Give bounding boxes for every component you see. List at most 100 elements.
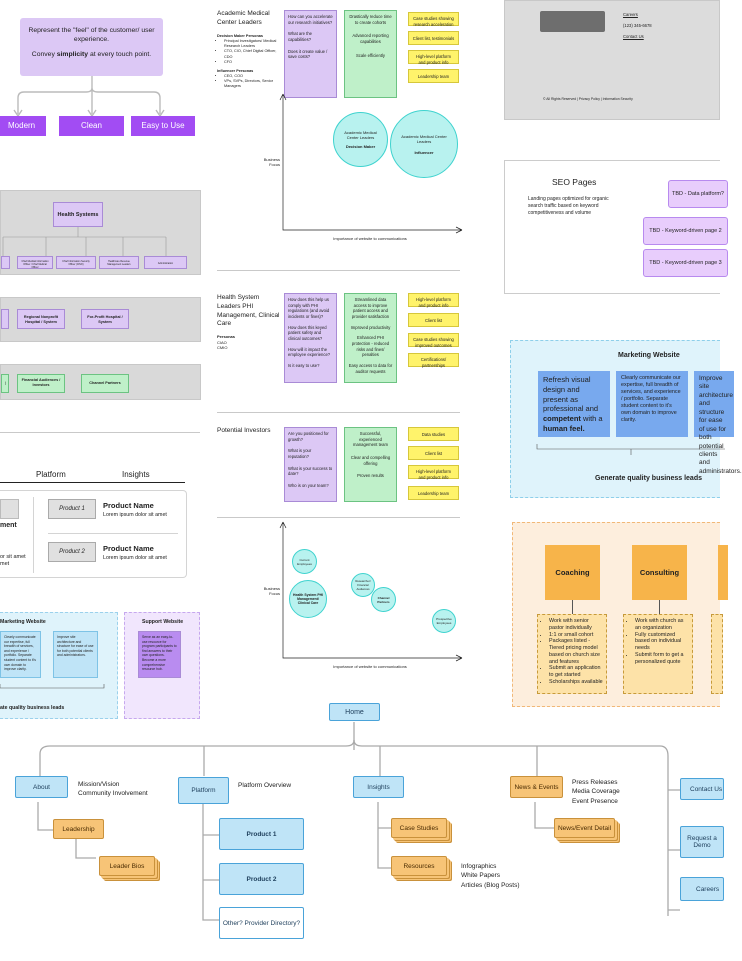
sitemap-home[interactable]: Home: [329, 703, 380, 721]
sitemap-contact[interactable]: Contact Us: [680, 778, 724, 800]
persona2-content-0: High-level platform and product info: [408, 293, 459, 308]
sitemap-news[interactable]: News & Events: [510, 776, 563, 798]
persona1-content-1: Client list, testimonials: [408, 31, 459, 45]
forprofit-hospital: For-Profit Hospital / System: [81, 309, 129, 329]
support-panel: Support Website Serve as an easy-to-use …: [124, 612, 200, 719]
product-nav-menu: ment or sit amet met Product 1 Product N…: [0, 490, 187, 578]
chart2-bubble-prospective: Prospective Employees: [432, 609, 456, 633]
marketing-card-2: Clearly communicate our expertise, full …: [616, 371, 688, 437]
third-details-cut: [711, 614, 723, 694]
chart1-axes: [279, 93, 463, 234]
feel-clean-button[interactable]: Clean: [59, 116, 124, 136]
sitemap-leadership[interactable]: Leadership: [53, 819, 104, 839]
mini-marketing-bracket: [0, 684, 105, 689]
coaching-connector: [572, 600, 573, 614]
product-desc-2: Lorem ipsum dolor sit amet: [103, 555, 167, 561]
divider-center-3: [217, 517, 460, 518]
chart2-bubble-phi: Health System PHI Management/ Clinical C…: [289, 580, 327, 618]
sitemap-resources[interactable]: Resources: [391, 856, 447, 876]
health-child-revenue: Healthcare Revenue Management Leaders: [99, 256, 139, 269]
seo-panel: SEO Pages Landing pages optimized for or…: [504, 160, 728, 294]
sitemap-product-1[interactable]: Product 1: [219, 818, 304, 850]
channel-partners: Channel Partners: [81, 374, 129, 393]
regional-hospital: Regional Nonprofit Hospital / System: [17, 309, 65, 329]
tab-platform[interactable]: Platform: [36, 470, 66, 479]
service-coaching: Coaching: [545, 545, 600, 600]
health-systems-title: Health Systems: [53, 202, 103, 227]
persona3-content-1: Client list: [408, 446, 459, 460]
product-thumb-1[interactable]: Product 1: [48, 499, 96, 519]
support-title: Support Website: [142, 619, 184, 625]
product-cut-text-2: met: [0, 561, 10, 567]
persona2-outcomes: Streamlined data access to improve patie…: [344, 293, 397, 383]
sitemap-product-2[interactable]: Product 2: [219, 863, 304, 895]
footer-mock: Careers (123) 345-6678 Contact Us © All …: [504, 0, 720, 120]
footer-phone: (123) 345-6678: [623, 23, 652, 28]
health-systems-panel: Health Systems Chief Medical Information…: [0, 190, 201, 275]
chart2-ylabel: Business Focus: [263, 586, 280, 596]
persona1-content-2: High-level platform and product info: [408, 50, 459, 65]
persona2-content-3: Certifications/ partnerships: [408, 353, 459, 368]
health-child-cut: [1, 256, 10, 269]
sitemap-insights[interactable]: Insights: [353, 776, 404, 798]
persona1-content-3: Leadership team: [408, 69, 459, 83]
product-desc-1: Lorem ipsum dolor sit amet: [103, 512, 167, 518]
sitemap-news-detail[interactable]: News/Event Detail: [554, 818, 615, 838]
feel-easy-button[interactable]: Easy to Use: [131, 116, 195, 136]
persona2-content-1: Client list: [408, 313, 459, 327]
marketing-card-3: Improve site architecture and structure …: [694, 371, 742, 475]
persona2-content-2: Case studies showing improved outcomes: [408, 333, 459, 348]
chart2-axes: [279, 521, 463, 662]
divider-left: [0, 432, 200, 433]
persona3-questions: Are you positioned for growth? What is y…: [284, 427, 337, 502]
sitemap-connectors: [37, 722, 680, 921]
sitemap-leader-bios[interactable]: Leader Bios: [99, 856, 155, 876]
sitemap-careers[interactable]: Careers: [680, 877, 724, 901]
hospital-cut: [1, 309, 9, 329]
product-thumb-2[interactable]: Product 2: [48, 542, 96, 562]
persona1-outcomes: Drastically reduce time to create cohort…: [344, 10, 397, 98]
persona1-title: Academic Medical Center Leaders: [217, 10, 270, 26]
footer-legal: © All Rights Reserved | Privacy Policy |…: [543, 97, 633, 101]
product-name-1[interactable]: Product Name: [103, 501, 154, 510]
chart2-bubble-channel: Channel Partners: [371, 587, 396, 612]
consulting-connector: [659, 600, 660, 614]
sitemap-demo[interactable]: Request a Demo: [680, 826, 724, 858]
sitemap-other[interactable]: Other? Provider Directory?: [219, 907, 304, 939]
divider-center-1: [217, 270, 460, 271]
feel-modern-button[interactable]: Modern: [0, 116, 46, 136]
persona1-questions: How can you accelerate our research init…: [284, 10, 337, 98]
health-child-ciso: Chief Information Security Officer (CISO…: [56, 256, 96, 269]
tab-insights[interactable]: Insights: [122, 470, 150, 479]
mini-marketing-note-1: Clearly communicate our expertise, full …: [0, 631, 41, 678]
consulting-details: Work with church as an organizationFully…: [623, 614, 693, 694]
persona3-outcomes: Successful, experienced management team …: [344, 427, 397, 502]
health-connectors: [2, 227, 167, 257]
support-note: Serve as an easy-to-use resource for pro…: [138, 631, 181, 678]
feel-connectors: [13, 76, 165, 118]
audience-cut: ): [1, 374, 9, 393]
sitemap-case-studies[interactable]: Case Studies: [391, 818, 447, 838]
sitemap-platform[interactable]: Platform: [178, 777, 229, 804]
chart2-bubble-employees: Current Employees: [292, 549, 317, 574]
product-thumb-cut: [0, 499, 19, 519]
footer-contact-link[interactable]: Contact Us: [623, 34, 644, 39]
seo-button-1[interactable]: TBD - Data platform?: [668, 180, 728, 208]
footer-careers-link[interactable]: Careers: [623, 12, 638, 17]
product-row-divider: [48, 533, 178, 534]
seo-button-3[interactable]: TBD - Keyword-driven page 3: [643, 249, 728, 277]
coaching-details: Work with senior pastor individually1:1 …: [537, 614, 607, 694]
seo-button-2[interactable]: TBD - Keyword-driven page 2: [643, 217, 728, 245]
sitemap-platform-note: Platform Overview: [238, 782, 292, 789]
service-consulting: Consulting: [632, 545, 687, 600]
seo-desc: Landing pages optimized for organic sear…: [528, 196, 609, 216]
marketing-panel: Marketing Website Refresh visual design …: [510, 340, 742, 498]
product-name-2[interactable]: Product Name: [103, 544, 154, 553]
sitemap-about[interactable]: About: [15, 776, 68, 798]
persona3-title: Potential Investors: [217, 427, 271, 434]
divider-center-2: [217, 412, 460, 413]
